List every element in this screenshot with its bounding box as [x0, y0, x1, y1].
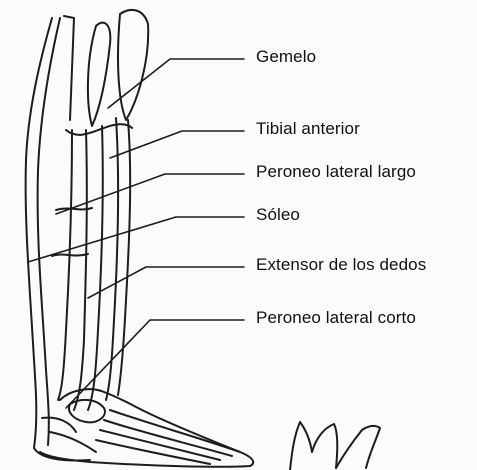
label-peroneo-lateral-largo: Peroneo lateral largo: [256, 162, 416, 182]
leader-line-extensor-de-los-dedos: [88, 267, 244, 298]
label-peroneo-lateral-corto: Peroneo lateral corto: [256, 308, 416, 328]
label-soleo: Sóleo: [256, 205, 300, 225]
label-tibial-anterior: Tibial anterior: [256, 119, 360, 139]
leader-line-gemelo: [108, 59, 244, 108]
secondary-sketch: [290, 422, 380, 470]
label-extensor-de-los-dedos: Extensor de los dedos: [256, 255, 426, 275]
leader-lines: [28, 59, 244, 408]
leader-line-peroneo-lateral-largo: [56, 174, 244, 214]
label-gemelo: Gemelo: [256, 47, 316, 67]
leg-illustration: [26, 10, 254, 467]
